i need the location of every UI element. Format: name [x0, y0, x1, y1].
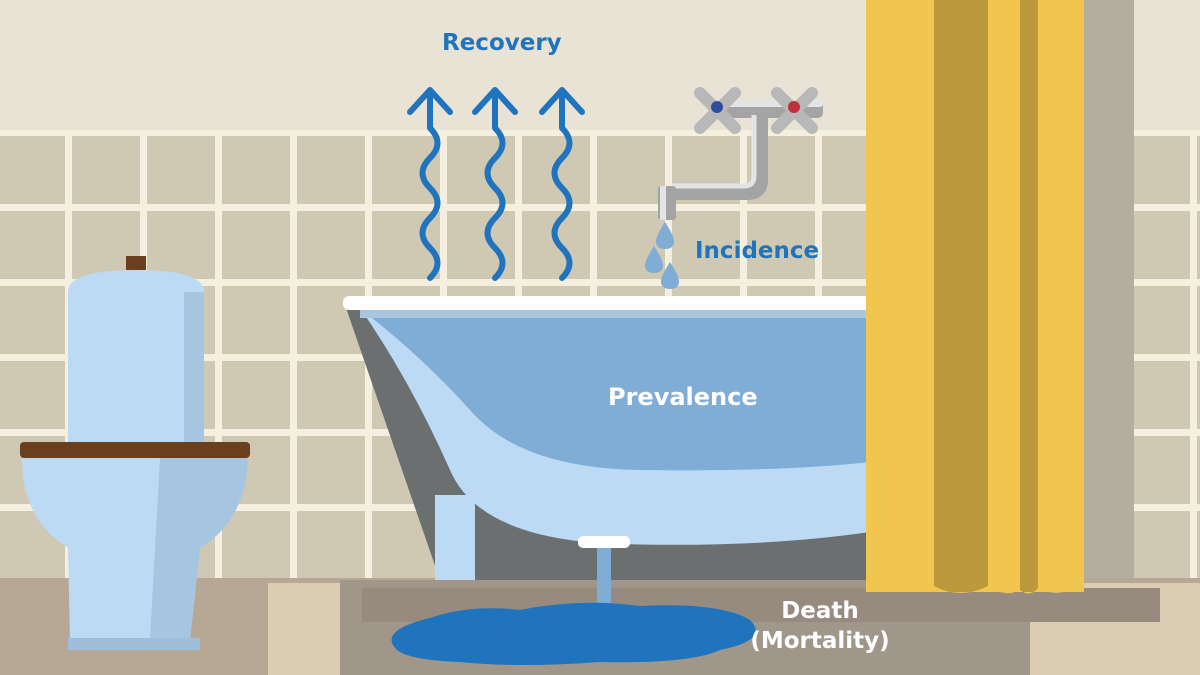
- wall-tile: [297, 136, 365, 204]
- drain-drip: [597, 548, 611, 614]
- cold-tap-icon: [711, 101, 723, 113]
- toilet-tank-knob: [126, 256, 146, 270]
- curtain-fold-2: [1020, 0, 1038, 592]
- wall-tile: [1197, 211, 1200, 279]
- wall-tile: [222, 511, 290, 579]
- wall-tile: [672, 211, 740, 279]
- recovery-label: Recovery: [442, 30, 562, 56]
- wall-tile: [597, 136, 665, 204]
- tub-leg-left: [435, 495, 475, 580]
- faucet-nozzle-highlight: [660, 186, 666, 220]
- wall-tile: [0, 211, 65, 279]
- wall-tile: [297, 511, 365, 579]
- wall-tile: [147, 211, 215, 279]
- wall-tile: [0, 286, 65, 354]
- incidence-drops: [645, 222, 679, 289]
- prevalence-label: Prevalence: [608, 383, 758, 411]
- faucet: [658, 87, 823, 220]
- toilet-tank-lid: [68, 270, 204, 292]
- water-drop-3: [661, 262, 679, 289]
- toilet-bowl-shade: [150, 458, 248, 640]
- recovery-arrows: [407, 87, 585, 281]
- wall-tile: [1197, 511, 1200, 579]
- wall-tile: [1197, 286, 1200, 354]
- tub-drain: [578, 536, 630, 548]
- curtain-fold-1: [934, 0, 988, 592]
- wall-tile: [0, 136, 65, 204]
- tub-rim: [343, 296, 870, 310]
- toilet: [20, 256, 250, 650]
- wall-tile: [297, 361, 365, 429]
- floor-puddle: [391, 602, 756, 665]
- water-drop-1: [656, 222, 674, 249]
- toilet-seat: [20, 442, 250, 458]
- toilet-base: [68, 638, 200, 650]
- wall-tile: [222, 136, 290, 204]
- faucet-spout-highlight: [672, 115, 757, 189]
- wall-tile: [0, 361, 65, 429]
- wall-tile: [222, 211, 290, 279]
- wall-tile: [747, 211, 815, 279]
- death-label: Death (Mortality): [740, 596, 900, 656]
- tub-rim-shade: [360, 310, 870, 318]
- faucet-spout: [672, 115, 768, 200]
- wall-tile: [1197, 361, 1200, 429]
- death-label-line1: Death: [781, 598, 859, 624]
- shower-curtain: [866, 0, 1084, 594]
- wall-tile: [1197, 436, 1200, 504]
- water-drop-2: [645, 246, 663, 273]
- toilet-tank-shade: [184, 292, 204, 442]
- recovery-arrow-2: [472, 87, 518, 281]
- wall-strip-right: [1084, 0, 1134, 590]
- hot-tap-handle: [771, 87, 818, 134]
- recovery-arrow-1: [407, 87, 453, 281]
- wall-tile: [1197, 136, 1200, 204]
- toilet-tank: [68, 292, 204, 442]
- cold-tap-handle: [694, 87, 741, 134]
- incidence-label: Incidence: [695, 238, 820, 264]
- wall-tile: [447, 211, 515, 279]
- wall-tile: [222, 361, 290, 429]
- wall-tile: [297, 436, 365, 504]
- wall-tile: [222, 286, 290, 354]
- wall-tile: [372, 136, 440, 204]
- death-label-line2: (Mortality): [750, 628, 890, 654]
- recovery-arrow-3: [539, 87, 585, 281]
- tub-water: [372, 318, 870, 471]
- wall-tile: [297, 211, 365, 279]
- wall-tile: [147, 136, 215, 204]
- hot-tap-icon: [788, 101, 800, 113]
- wall-tile: [72, 136, 140, 204]
